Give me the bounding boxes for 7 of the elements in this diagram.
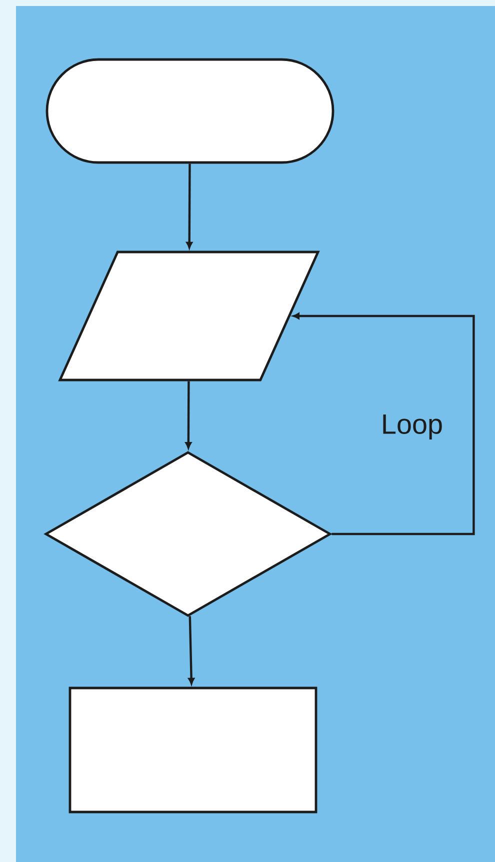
arrow: [188, 616, 195, 685]
edge-label: Loop: [380, 414, 444, 440]
arrow: [292, 312, 475, 536]
arrow: [186, 164, 193, 249]
arrow: [185, 381, 192, 449]
process-box: [68, 686, 318, 814]
terminal: [46, 58, 334, 164]
